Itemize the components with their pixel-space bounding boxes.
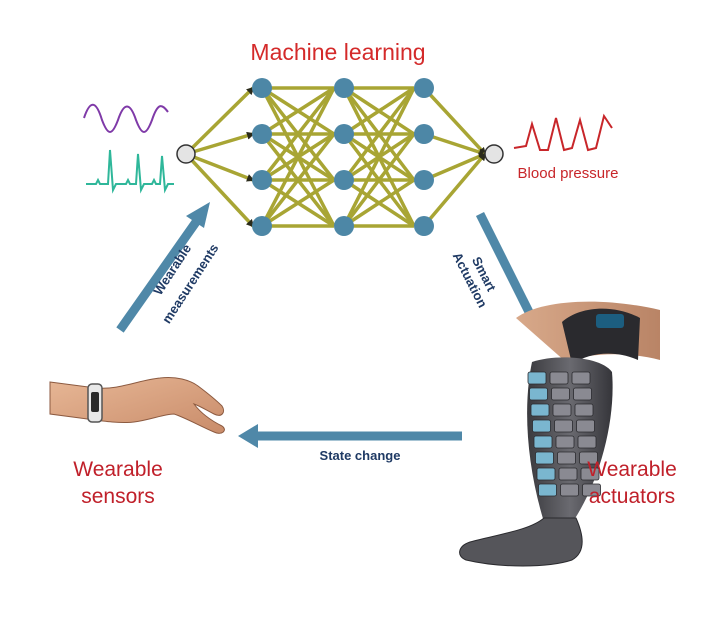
network-hidden-node bbox=[334, 216, 354, 236]
actuator-module bbox=[573, 387, 592, 401]
actuator-module bbox=[527, 371, 547, 385]
actuator-module bbox=[535, 451, 554, 465]
actuator-module bbox=[538, 483, 557, 497]
actuator-module bbox=[530, 403, 550, 417]
network-edge bbox=[343, 178, 415, 228]
purple-signal-waveform bbox=[83, 103, 169, 133]
network-hidden-node bbox=[414, 216, 434, 236]
network-edge bbox=[260, 87, 336, 227]
network-hidden-node bbox=[414, 170, 434, 190]
network-hidden-node bbox=[334, 124, 354, 144]
actuator-module bbox=[532, 419, 551, 433]
network-edge bbox=[342, 86, 416, 182]
network-hidden-node bbox=[414, 78, 434, 98]
network-hidden-node bbox=[414, 124, 434, 144]
network-hidden-node bbox=[252, 124, 272, 144]
network-hidden-node bbox=[252, 216, 272, 236]
actuator-module bbox=[560, 483, 579, 497]
wearable-sensors-caption-2: sensors bbox=[81, 485, 155, 508]
blood-pressure-label: Blood pressure bbox=[518, 165, 619, 182]
network-output-node bbox=[484, 144, 504, 164]
network-edge bbox=[260, 132, 336, 228]
actuator-module bbox=[554, 419, 573, 433]
wearable-sensors-caption-1: Wearable bbox=[73, 458, 163, 481]
network-edge bbox=[343, 86, 415, 136]
network-edge bbox=[422, 86, 487, 156]
network-edge bbox=[185, 131, 255, 156]
network-edge bbox=[261, 178, 335, 228]
actuator-module bbox=[533, 435, 553, 449]
network-edge bbox=[342, 87, 416, 227]
actuator-module bbox=[571, 371, 591, 385]
actuator-module bbox=[536, 467, 556, 481]
actuator-module bbox=[551, 387, 570, 401]
state-change-arrow bbox=[238, 424, 462, 448]
wearable-actuators-caption-2: actuators bbox=[589, 485, 675, 508]
actuator-module bbox=[555, 435, 575, 449]
network-hidden-node bbox=[252, 170, 272, 190]
actuator-module bbox=[579, 451, 598, 465]
actuator-module bbox=[529, 387, 548, 401]
machine-learning-title: Machine learning bbox=[250, 39, 425, 65]
network-edge bbox=[261, 86, 335, 136]
actuator-module bbox=[558, 467, 578, 481]
blood-pressure-waveform bbox=[513, 113, 613, 152]
teal-ecg-waveform bbox=[86, 149, 174, 194]
network-nodes bbox=[176, 78, 504, 236]
network-hidden-node bbox=[252, 78, 272, 98]
actuator-module bbox=[577, 435, 597, 449]
wearable-actuators-caption-1: Wearable bbox=[587, 458, 677, 481]
state-change-label: State change bbox=[320, 448, 401, 463]
network-edge bbox=[423, 132, 487, 156]
wrist-sensor-hand-icon bbox=[49, 377, 225, 434]
network-edge bbox=[185, 152, 255, 182]
network-edges bbox=[184, 86, 487, 228]
network-edge bbox=[184, 152, 255, 228]
actuator-module bbox=[582, 483, 601, 497]
network-edge bbox=[260, 86, 336, 182]
network-edge bbox=[423, 152, 487, 182]
network-input-node bbox=[176, 144, 196, 164]
actuator-module bbox=[580, 467, 600, 481]
network-edge bbox=[184, 86, 255, 156]
network-edge bbox=[422, 152, 487, 228]
actuator-module bbox=[552, 403, 572, 417]
actuator-module bbox=[557, 451, 576, 465]
actuator-module bbox=[549, 371, 569, 385]
network-hidden-node bbox=[334, 78, 354, 98]
network-edge bbox=[342, 132, 416, 228]
actuator-module bbox=[574, 403, 594, 417]
actuator-module bbox=[576, 419, 595, 433]
network-hidden-node bbox=[334, 170, 354, 190]
robotic-leg-actuator-icon bbox=[459, 301, 660, 567]
wearable-measurements-arrow bbox=[116, 202, 210, 333]
